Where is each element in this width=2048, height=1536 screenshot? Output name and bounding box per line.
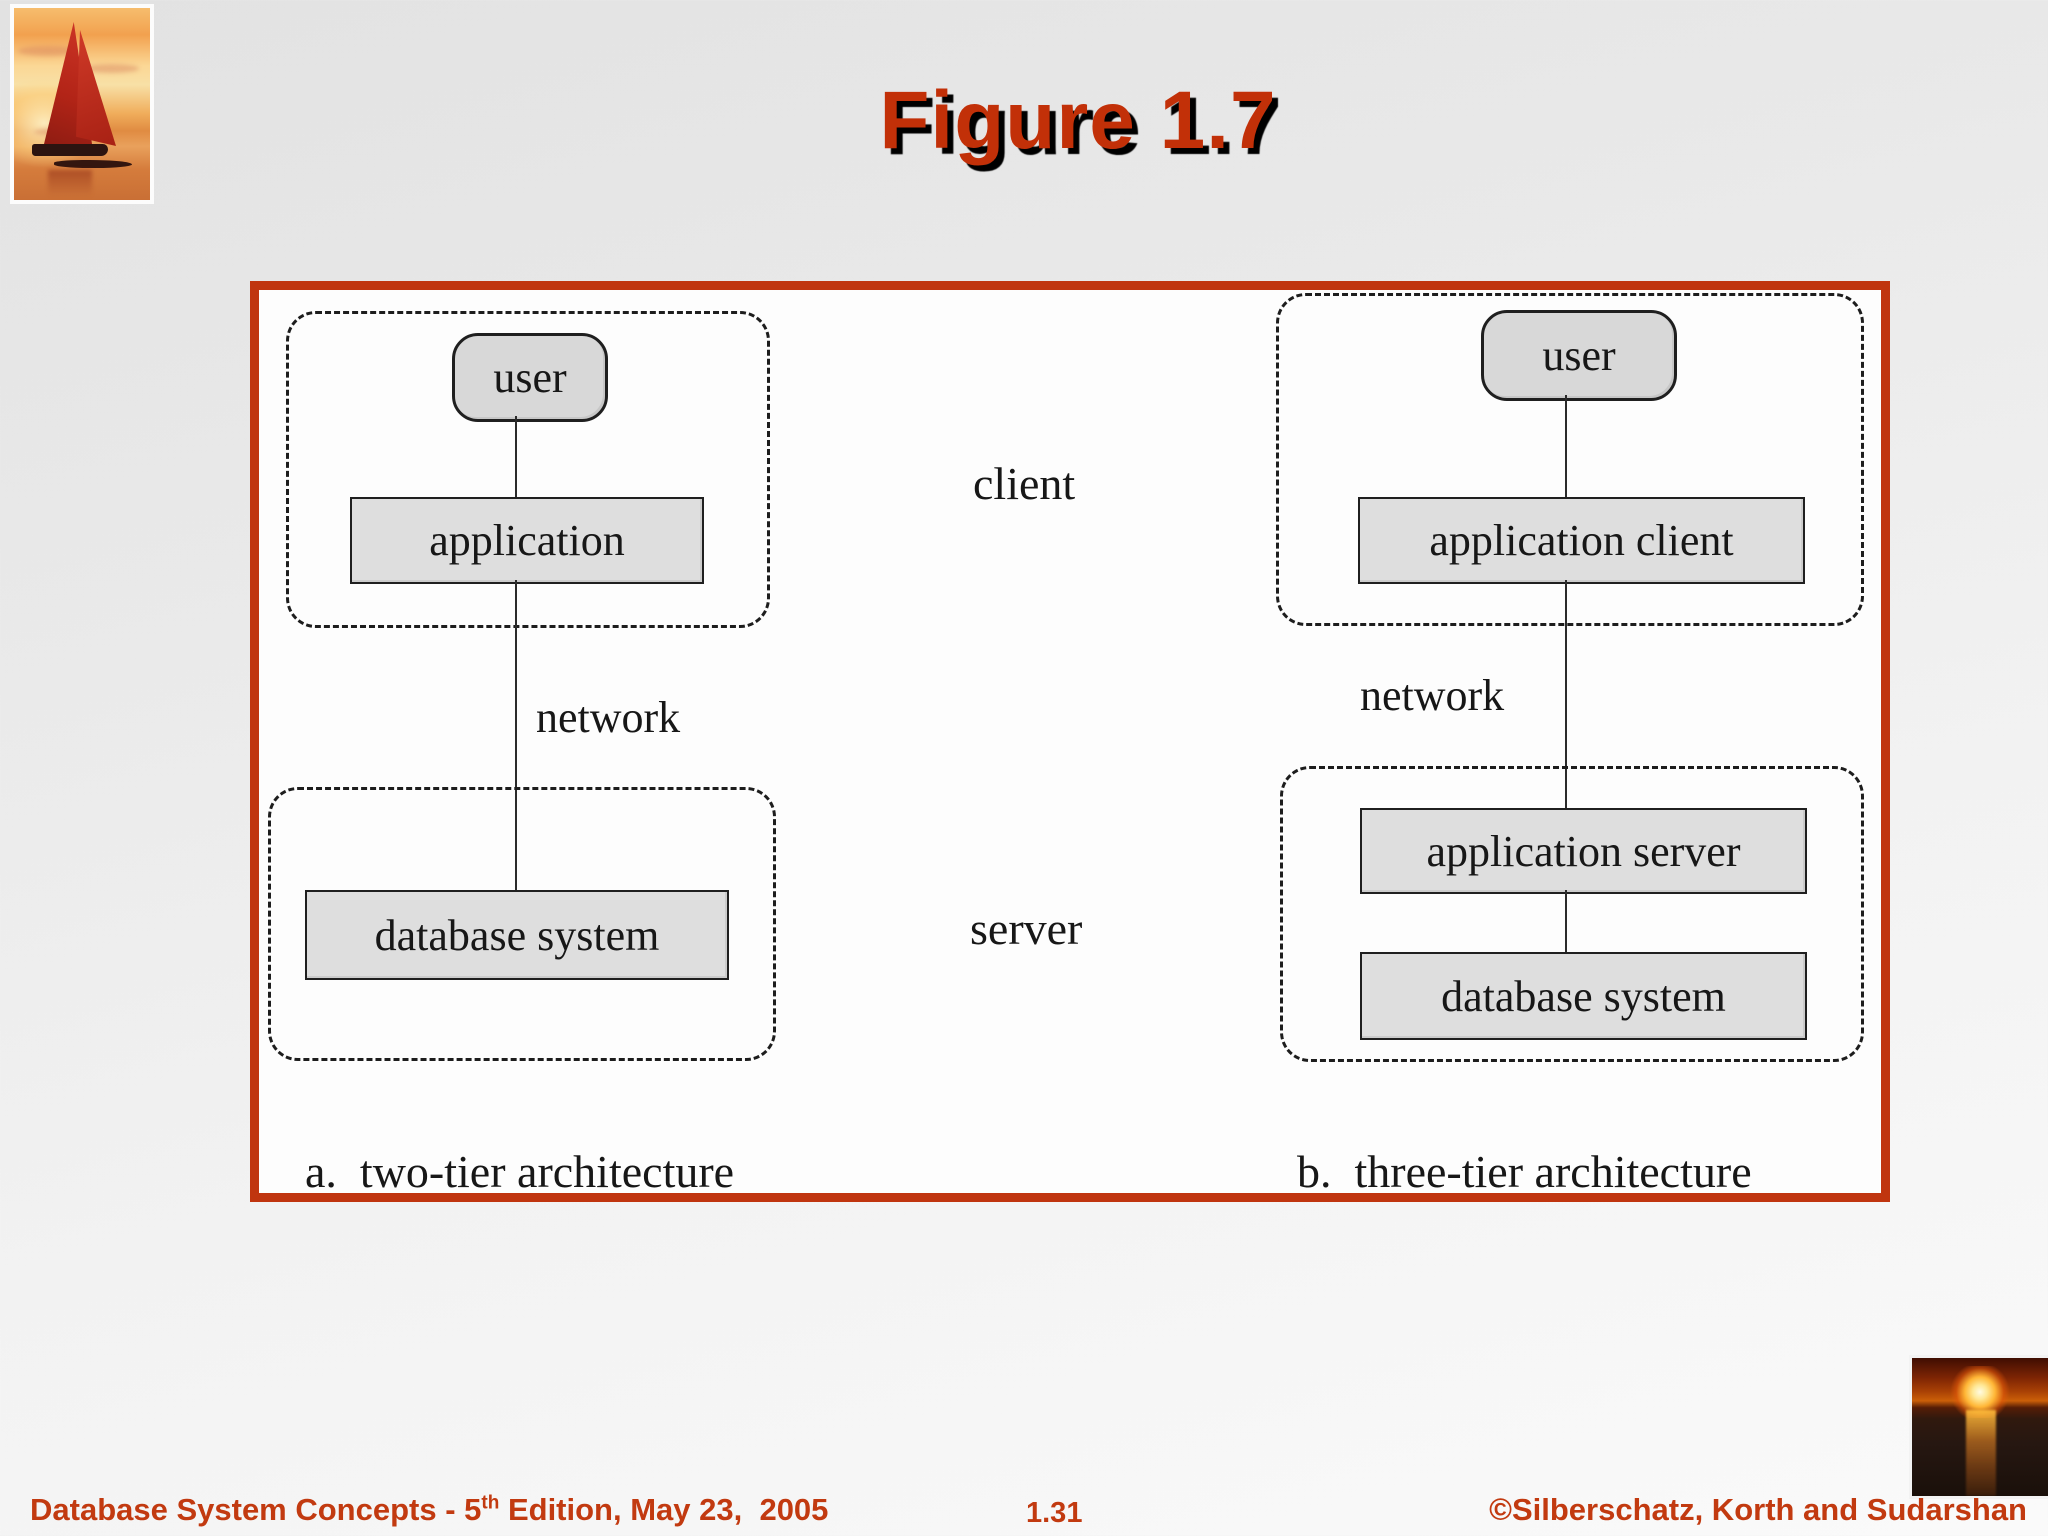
sail bbox=[76, 30, 116, 146]
panel-a-application-node: application bbox=[350, 497, 704, 584]
panel-a-caption: a. two-tier architecture bbox=[305, 1146, 735, 1197]
footer-book-title: Database System Concepts - 5th Edition, … bbox=[30, 1492, 828, 1528]
connector-line bbox=[1565, 395, 1567, 497]
panel-b-client-group bbox=[1276, 293, 1864, 626]
panel-a-client-group bbox=[286, 311, 770, 628]
panel-b-network-label: network bbox=[1360, 671, 1505, 720]
panel-a-database-node: database system bbox=[305, 890, 729, 980]
cloud bbox=[18, 46, 78, 56]
footer-book-title-main: Database System Concepts - 5 bbox=[30, 1492, 482, 1527]
cloud bbox=[84, 64, 139, 73]
boat-hull bbox=[32, 144, 108, 156]
server-tier-label: server bbox=[970, 903, 1083, 954]
panel-b-database-node: database system bbox=[1360, 952, 1807, 1040]
panel-b-application-client-node: application client bbox=[1358, 497, 1805, 584]
connector-line bbox=[515, 580, 517, 890]
footer-page-number: 1.31 bbox=[1026, 1497, 1083, 1529]
sunset-photo bbox=[1909, 1355, 2048, 1499]
panel-b-caption: b. three-tier architecture bbox=[1297, 1146, 1752, 1197]
connector-line bbox=[1565, 580, 1567, 808]
connector-line bbox=[515, 416, 517, 497]
panel-a-network-label: network bbox=[536, 693, 681, 742]
sun-reflection bbox=[1966, 1410, 1996, 1496]
sailboat-photo bbox=[10, 4, 154, 204]
connector-line bbox=[1565, 890, 1567, 952]
sun-icon bbox=[1950, 1366, 2010, 1418]
client-tier-label: client bbox=[973, 458, 1076, 509]
footer-book-title-rest: Edition, May 23, 2005 bbox=[499, 1492, 829, 1527]
page-title: Figure 1.7 bbox=[879, 75, 1277, 166]
panel-a-user-node: user bbox=[452, 333, 608, 422]
footer-authors: ©Silberschatz, Korth and Sudarshan bbox=[1489, 1492, 2027, 1527]
panel-b-user-node: user bbox=[1481, 310, 1677, 401]
footer-edition-sup: th bbox=[481, 1492, 500, 1514]
figure-frame: user application network database system… bbox=[250, 281, 1890, 1202]
panel-a-server-group bbox=[268, 787, 776, 1061]
panel-b-server-group bbox=[1280, 766, 1864, 1062]
boat-outrigger bbox=[54, 160, 132, 168]
panel-b-application-server-node: application server bbox=[1360, 808, 1807, 894]
water-reflection bbox=[48, 170, 92, 196]
